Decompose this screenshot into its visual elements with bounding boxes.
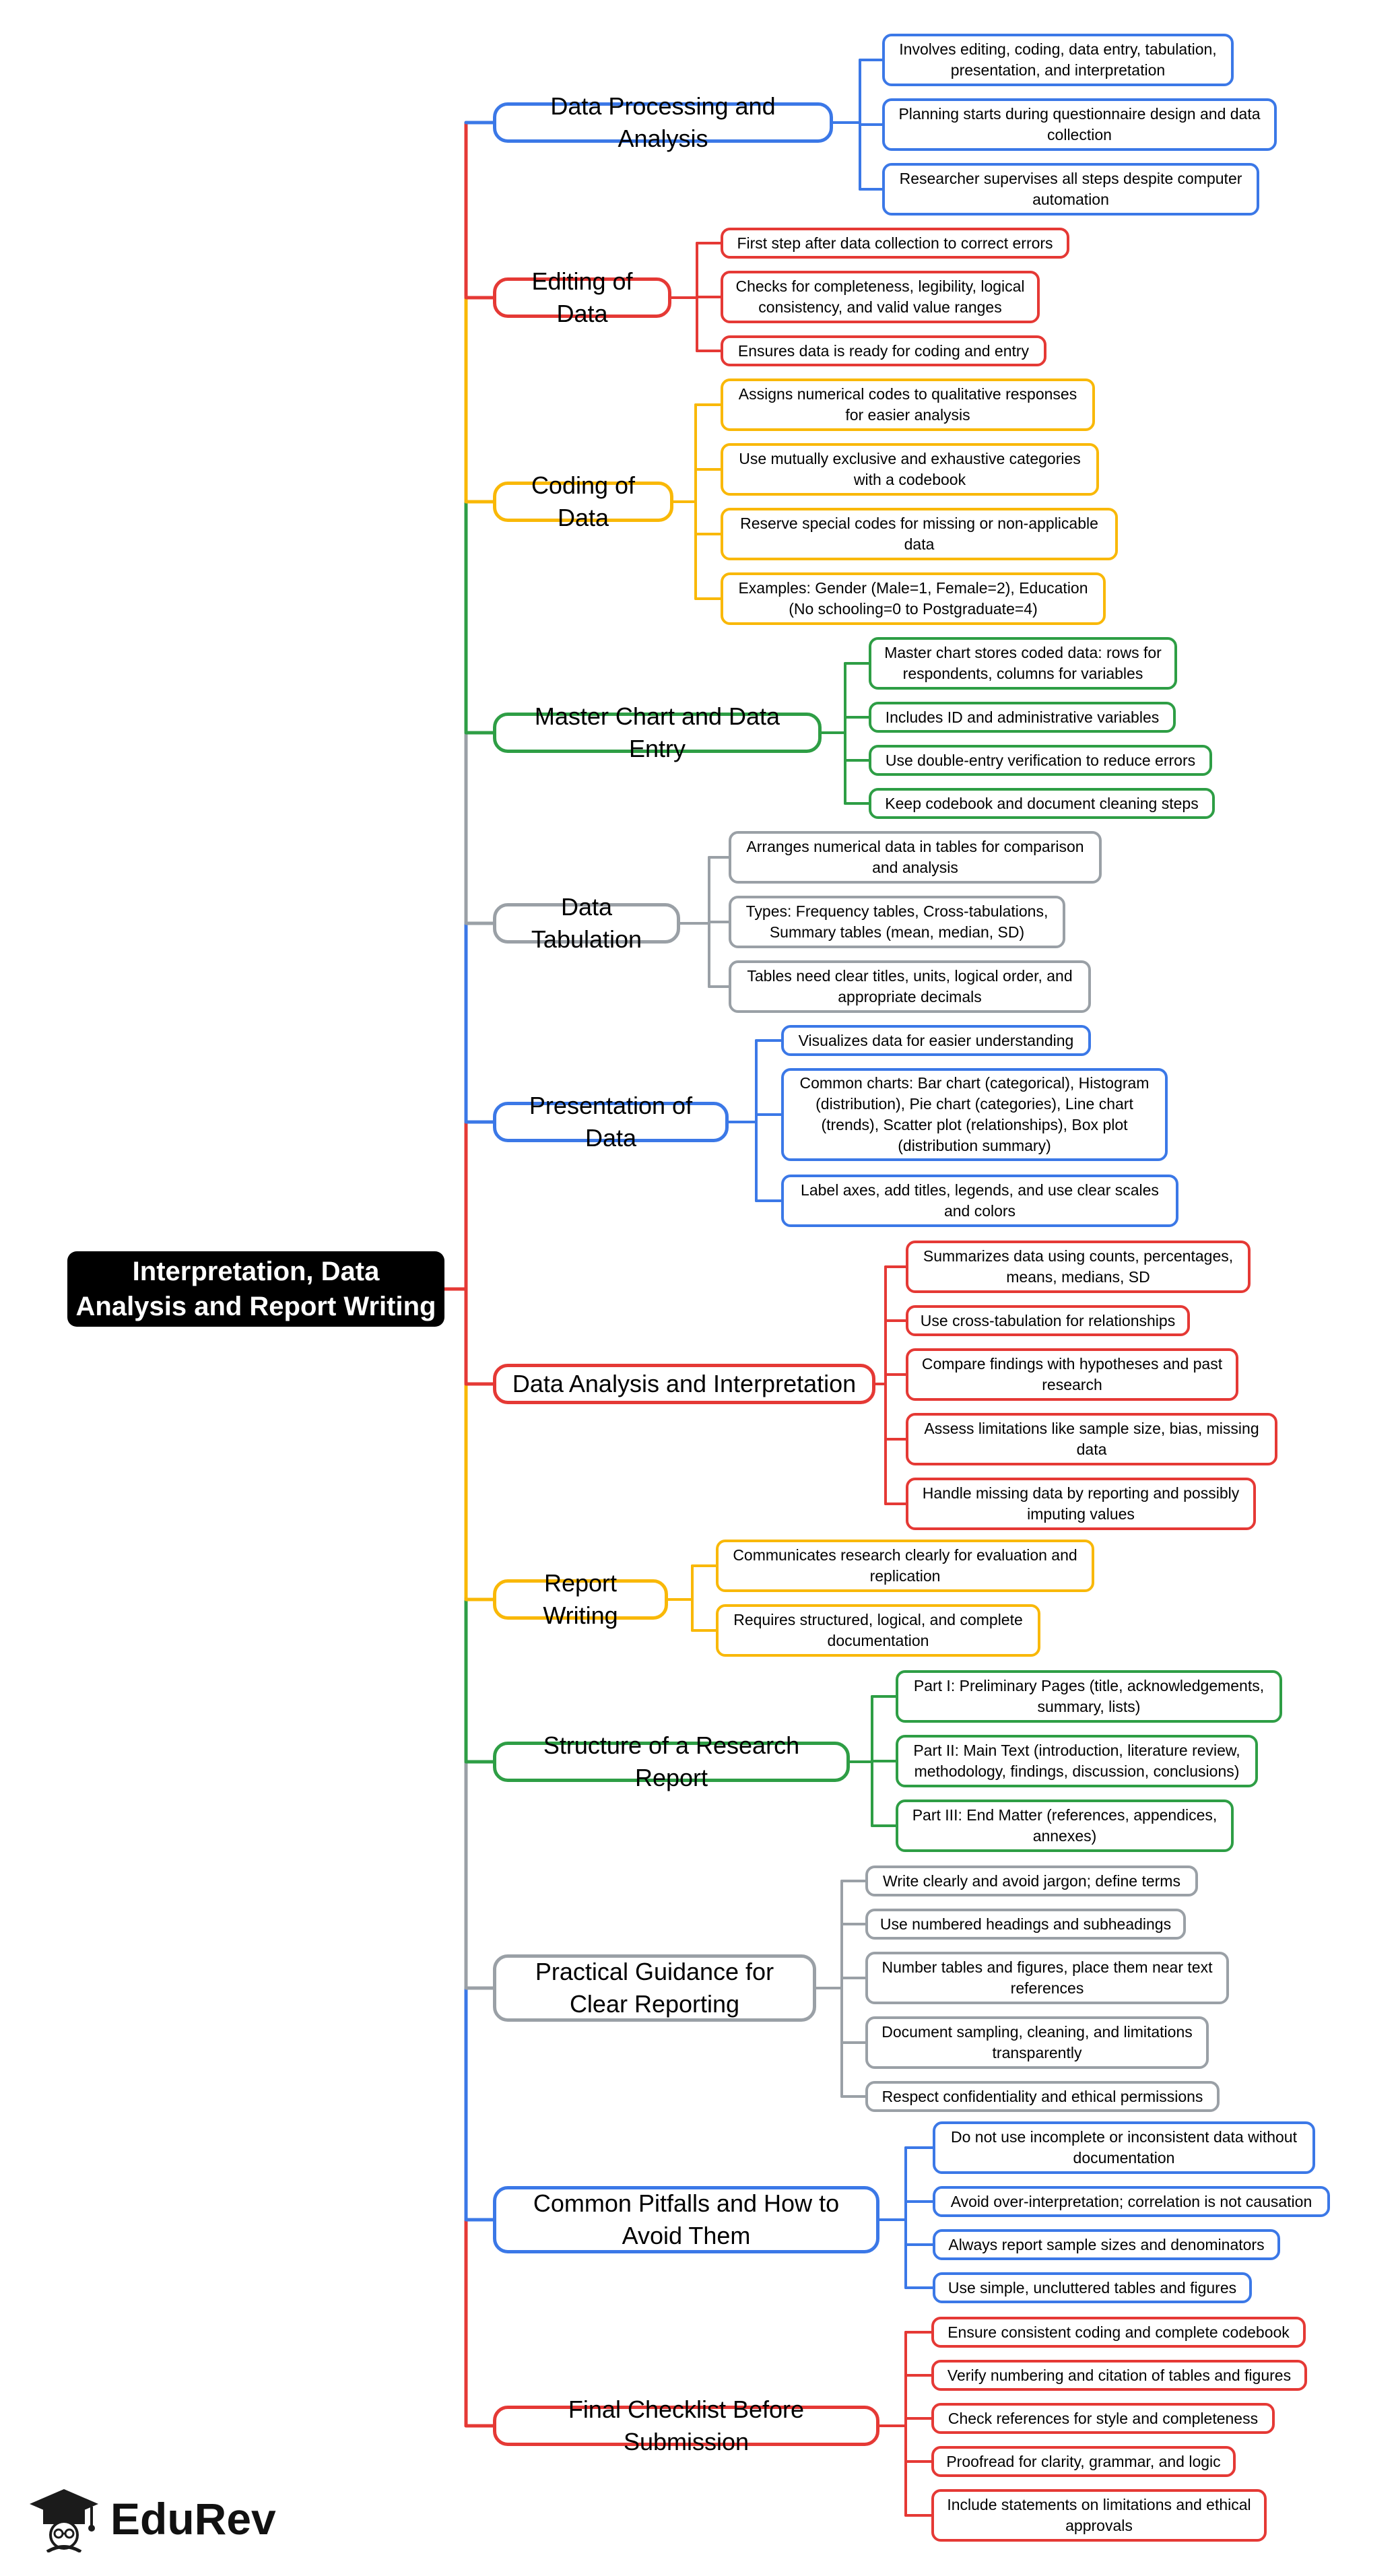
leaf-node: Use simple, uncluttered tables and figur… bbox=[933, 2272, 1252, 2303]
leaf-node: Use double-entry verification to reduce … bbox=[869, 745, 1212, 776]
leaf-node: Check references for style and completen… bbox=[931, 2403, 1275, 2434]
leaf-node: Assess limitations like sample size, bia… bbox=[906, 1413, 1277, 1465]
branch-editing-of-data: Editing of Data bbox=[493, 267, 671, 327]
leaf-node: Include statements on limitations and et… bbox=[931, 2489, 1267, 2542]
leaf-node: Researcher supervises all steps despite … bbox=[882, 163, 1259, 216]
branch-report-writing: Report Writing bbox=[493, 1569, 668, 1629]
leaf-node: Respect confidentiality and ethical perm… bbox=[865, 2081, 1220, 2112]
logo-text: EduRev bbox=[110, 2494, 276, 2544]
leaf-node: Write clearly and avoid jargon; define t… bbox=[865, 1865, 1198, 1896]
branch-structure-of-a-research-report: Structure of a Research Report bbox=[493, 1731, 850, 1791]
leaf-node: Reserve special codes for missing or non… bbox=[721, 508, 1118, 560]
branch-practical-guidance-for-clear-reporting: Practical Guidance for Clear Reporting bbox=[493, 1954, 816, 2022]
leaf-node: Handle missing data by reporting and pos… bbox=[906, 1478, 1256, 1530]
leaf-node: Planning starts during questionnaire des… bbox=[882, 98, 1277, 151]
leaf-node: Keep codebook and document cleaning step… bbox=[869, 788, 1215, 819]
leaf-node: Use numbered headings and subheadings bbox=[865, 1909, 1186, 1940]
branch-data-processing-and-analysis: Data Processing and Analysis bbox=[493, 92, 833, 152]
leaf-node: Compare findings with hypotheses and pas… bbox=[906, 1348, 1238, 1401]
leaf-node: Always report sample sizes and denominat… bbox=[933, 2229, 1280, 2260]
leaf-node: Label axes, add titles, legends, and use… bbox=[781, 1175, 1178, 1227]
leaf-node: Summarizes data using counts, percentage… bbox=[906, 1241, 1251, 1293]
leaf-node: First step after data collection to corr… bbox=[721, 228, 1069, 259]
leaf-node: Common charts: Bar chart (categorical), … bbox=[781, 1068, 1168, 1161]
branch-common-pitfalls-and-how-to-avoid-them: Common Pitfalls and How to Avoid Them bbox=[493, 2186, 879, 2253]
branch-master-chart-and-data-entry: Master Chart and Data Entry bbox=[493, 702, 822, 762]
graduation-cap-icon bbox=[30, 2489, 98, 2552]
leaf-node: Ensures data is ready for coding and ent… bbox=[721, 335, 1046, 366]
leaf-node: Assigns numerical codes to qualitative r… bbox=[721, 378, 1095, 431]
leaf-node: Part II: Main Text (introduction, litera… bbox=[896, 1735, 1258, 1787]
leaf-node: Communicates research clearly for evalua… bbox=[716, 1540, 1094, 1592]
leaf-node: Part III: End Matter (references, append… bbox=[896, 1799, 1234, 1852]
branch-coding-of-data: Coding of Data bbox=[493, 471, 673, 531]
leaf-node: Verify numbering and citation of tables … bbox=[931, 2360, 1307, 2391]
leaf-node: Proofread for clarity, grammar, and logi… bbox=[931, 2446, 1236, 2477]
leaf-node: Document sampling, cleaning, and limitat… bbox=[865, 2016, 1209, 2069]
leaf-node: Part I: Preliminary Pages (title, acknow… bbox=[896, 1670, 1282, 1723]
branch-data-tabulation: Data Tabulation bbox=[493, 893, 680, 953]
leaf-node: Ensure consistent coding and complete co… bbox=[931, 2317, 1306, 2348]
branch-final-checklist-before-submission: Final Checklist Before Submission bbox=[493, 2396, 879, 2455]
leaf-node: Checks for completeness, legibility, log… bbox=[721, 271, 1040, 323]
branch-presentation-of-data: Presentation of Data bbox=[493, 1092, 729, 1152]
leaf-node: Examples: Gender (Male=1, Female=2), Edu… bbox=[721, 572, 1106, 625]
leaf-node: Avoid over-interpretation; correlation i… bbox=[933, 2186, 1330, 2217]
leaf-node: Do not use incomplete or inconsistent da… bbox=[933, 2121, 1315, 2174]
leaf-node: Use mutually exclusive and exhaustive ca… bbox=[721, 443, 1099, 496]
edurev-logo: EduRev bbox=[27, 2485, 276, 2552]
leaf-node: Involves editing, coding, data entry, ta… bbox=[882, 34, 1234, 86]
leaf-node: Master chart stores coded data: rows for… bbox=[869, 637, 1177, 690]
leaf-node: Number tables and figures, place them ne… bbox=[865, 1952, 1229, 2004]
leaf-node: Types: Frequency tables, Cross-tabulatio… bbox=[729, 896, 1065, 948]
leaf-node: Use cross-tabulation for relationships bbox=[906, 1305, 1190, 1336]
leaf-node: Requires structured, logical, and comple… bbox=[716, 1604, 1040, 1657]
leaf-node: Tables need clear titles, units, logical… bbox=[729, 960, 1091, 1013]
leaf-node: Includes ID and administrative variables bbox=[869, 702, 1176, 733]
leaf-node: Arranges numerical data in tables for co… bbox=[729, 831, 1102, 884]
leaf-node: Visualizes data for easier understanding bbox=[781, 1025, 1091, 1056]
root-node: Interpretation, Data Analysis and Report… bbox=[67, 1251, 444, 1327]
branch-data-analysis-and-interpretation: Data Analysis and Interpretation bbox=[493, 1364, 875, 1404]
